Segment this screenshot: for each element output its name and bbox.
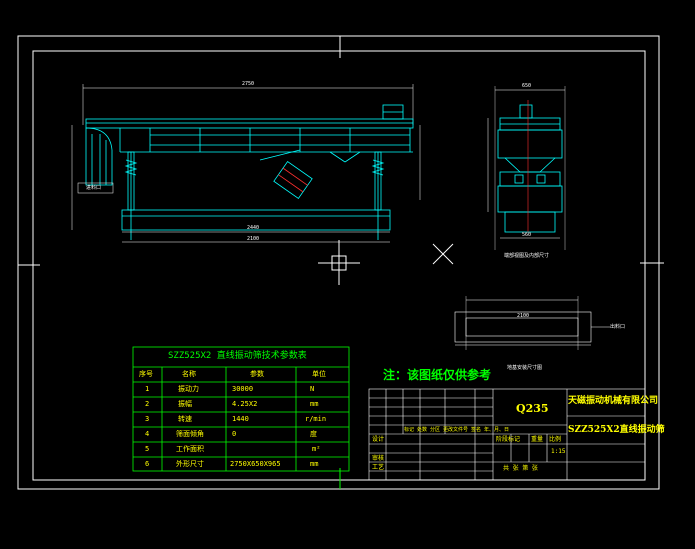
drawing-name: SZZ525X2直线振动筛 <box>568 425 665 435</box>
spec-row-index: 6 <box>145 460 150 468</box>
spec-row-index: 1 <box>145 385 150 393</box>
inlet-label: 进料口 <box>86 185 102 191</box>
company-name: 天磁振动机械有限公司 <box>568 396 659 406</box>
spec-row-unit: N <box>310 385 315 393</box>
dim-plan-length: 2100 <box>517 313 530 319</box>
process-label: 工艺 <box>372 464 385 471</box>
spec-row-index: 2 <box>145 400 150 408</box>
spec-header-name: 名称 <box>182 370 196 378</box>
spec-row-value: 30000 <box>232 385 254 393</box>
spec-table-title: SZZ525X2 直线振动筛技术参数表 <box>168 351 307 361</box>
spec-row-value: 1440 <box>232 415 249 423</box>
side-view <box>71 84 421 243</box>
material-label: Q235 <box>516 402 549 415</box>
sheets-label: 共 张 第 张 <box>503 465 538 472</box>
scale-label: 比例 <box>549 436 562 443</box>
plan-view <box>454 296 610 350</box>
spec-row-unit: r/min <box>305 415 327 423</box>
stage-mark-label: 阶段标记 <box>496 436 521 443</box>
spec-table-grid <box>132 346 350 472</box>
reference-note: 注：该图纸仅供参考 <box>383 368 492 382</box>
spec-row-unit: mm <box>310 460 319 468</box>
spec-row-unit: 度 <box>310 430 317 438</box>
scale-value: 1:15 <box>551 448 566 455</box>
spec-header-unit: 单位 <box>312 370 326 378</box>
spec-row-unit: mm <box>310 400 319 408</box>
dim-end-base: 560 <box>522 232 532 238</box>
crosshair-cursor <box>432 243 454 265</box>
spec-row-name: 工作面积 <box>176 445 204 453</box>
spec-row-name: 转速 <box>178 415 192 423</box>
title-block-grid <box>368 388 646 481</box>
spec-row-value: 4.25X2 <box>232 400 258 408</box>
weight-label: 重量 <box>531 436 544 443</box>
design-label: 设计 <box>372 436 385 443</box>
outlet-label: 出料口 <box>610 324 626 330</box>
plan-view-caption: 地基安装尺寸图 <box>507 365 543 371</box>
spec-header-index: 序号 <box>139 370 153 378</box>
spec-row-name: 振幅 <box>178 400 192 408</box>
spec-row-name: 筛面倾角 <box>176 430 204 438</box>
dim-overall-length: 2750 <box>242 81 255 87</box>
spec-row-value: 0 <box>232 430 237 438</box>
dim-deck-length: 2440 <box>247 225 260 231</box>
dim-base-length: 2100 <box>247 236 260 242</box>
end-view <box>487 86 566 250</box>
dim-end-width: 650 <box>522 83 532 89</box>
spec-row-name: 振动力 <box>178 385 199 393</box>
spec-row-index: 5 <box>145 445 150 453</box>
end-view-caption: 端部视图及内部尺寸 <box>504 253 550 259</box>
spec-row-index: 4 <box>145 430 150 438</box>
review-label: 审核 <box>372 455 385 462</box>
revision-columns: 标记 处数 分区 更改文件号 签名 年、月、日 <box>404 427 510 433</box>
spec-header-param: 参数 <box>250 370 264 378</box>
spec-row-name: 外形尺寸 <box>176 460 204 468</box>
spec-row-value: 2750X650X965 <box>230 460 281 468</box>
spec-row-unit: m² <box>312 445 321 453</box>
spec-row-index: 3 <box>145 415 150 423</box>
